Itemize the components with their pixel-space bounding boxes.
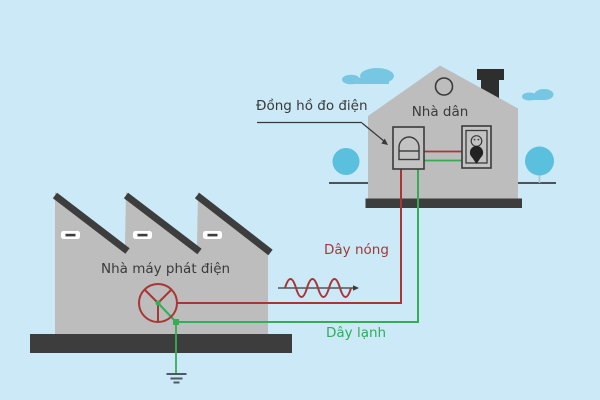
- plug-icon: [469, 145, 484, 164]
- cold-wire-label: Dây lạnh: [326, 325, 387, 341]
- house-wiring: [422, 150, 464, 162]
- hot-wire-label: Dây nóng: [324, 242, 389, 258]
- cold-wire: [157, 169, 419, 323]
- electric-meter-icon: [392, 126, 425, 170]
- house-label: Nhà dân: [411, 104, 469, 120]
- cloud-icon: [522, 89, 554, 101]
- house-foundation: [365, 198, 522, 208]
- hot-wire: [177, 169, 402, 304]
- plant-label: Nhà máy phát điện: [101, 261, 231, 277]
- ground-icon: [166, 319, 187, 384]
- tree-icon: [332, 148, 360, 175]
- round-window-icon: [434, 77, 454, 96]
- sine-wave-icon: [278, 278, 359, 298]
- factory-building-icon: [30, 192, 292, 353]
- factory-window-icon: [61, 231, 222, 239]
- meter-callout-line: [257, 121, 388, 145]
- power-outlet-icon: [461, 125, 492, 169]
- generator-icon: [138, 283, 178, 323]
- meter-label: Đồng hồ đo điện: [256, 98, 368, 114]
- cloud-icon: [342, 68, 394, 85]
- tree-icon: [525, 146, 554, 183]
- factory-base-platform: [30, 334, 292, 353]
